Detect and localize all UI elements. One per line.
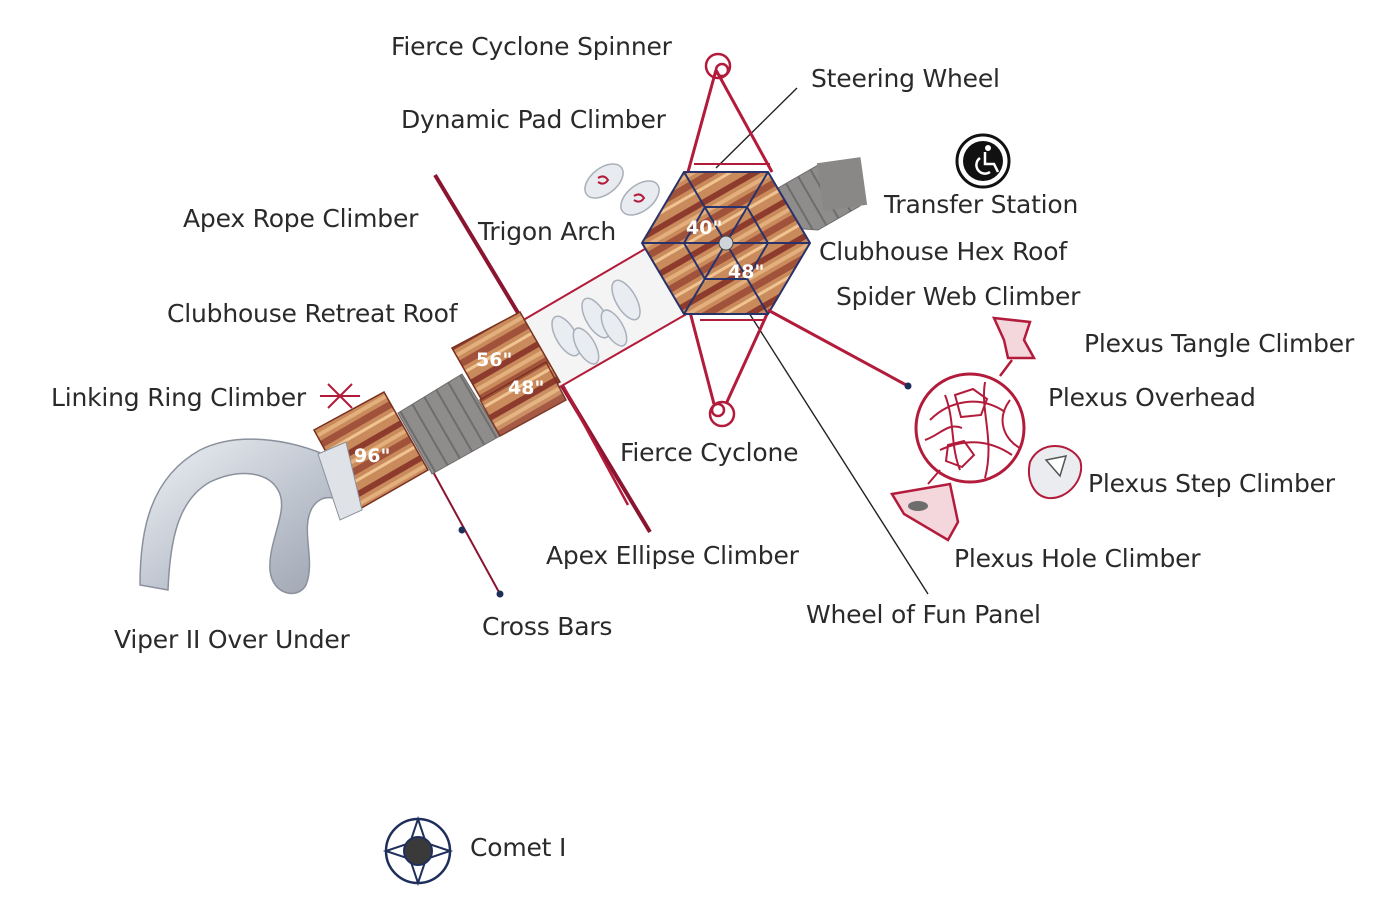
linking-ring-climber-icon <box>320 383 360 409</box>
fierce-cyclone-frame <box>686 69 774 405</box>
plexus-tangle-climber-icon <box>991 316 1037 377</box>
label-clubhouse-hex-roof: Clubhouse Hex Roof <box>819 237 1067 266</box>
star-spinner-icon <box>382 815 454 887</box>
wheelchair-accessible-icon <box>955 133 1011 189</box>
viper-slide <box>139 438 363 595</box>
label-plexus-overhead: Plexus Overhead <box>1048 383 1256 412</box>
label-cross-bars: Cross Bars <box>482 612 613 641</box>
plexus-hole-climber-icon <box>889 469 960 542</box>
label-steering-wheel: Steering Wheel <box>811 64 1000 93</box>
fierce-cyclone-spinner-icon <box>704 52 732 80</box>
apex-ellipse-climber-bar <box>558 379 630 506</box>
clubhouse-hex-roof: 40" 48" <box>640 171 812 315</box>
label-apex-ellipse-climber: Apex Ellipse Climber <box>546 541 799 570</box>
label-wheel-of-fun-panel: Wheel of Fun Panel <box>806 600 1041 629</box>
label-clubhouse-retreat-roof: Clubhouse Retreat Roof <box>167 299 458 328</box>
label-linking-ring-climber: Linking Ring Climber <box>51 383 307 412</box>
plexus-step-climber-icon <box>1028 445 1083 500</box>
label-trigon-arch: Trigon Arch <box>478 217 616 246</box>
plexus-overhead <box>914 372 1026 484</box>
label-plexus-tangle-climber: Plexus Tangle Climber <box>1084 329 1355 358</box>
clubhouse-retreat-roof: 56" 48" <box>450 310 568 438</box>
label-plexus-hole-climber: Plexus Hole Climber <box>954 544 1201 573</box>
label-comet-i: Comet I <box>470 833 567 862</box>
label-fierce-cyclone-spinner: Fierce Cyclone Spinner <box>391 32 672 61</box>
label-apex-rope-climber: Apex Rope Climber <box>183 204 419 233</box>
fierce-cyclone-icon <box>708 400 736 428</box>
dynamic-pad-climber-icon <box>584 163 660 216</box>
trigon-arch <box>551 279 641 365</box>
retreat-deck-height-bottom: 48" <box>508 377 544 399</box>
slide-deck-height: 96" <box>354 445 390 467</box>
hex-deck-height-top: 40" <box>686 217 722 239</box>
label-plexus-step-climber: Plexus Step Climber <box>1088 469 1335 498</box>
label-transfer-station: Transfer Station <box>884 190 1079 219</box>
label-dynamic-pad-climber: Dynamic Pad Climber <box>401 105 666 134</box>
label-spider-web-climber: Spider Web Climber <box>836 282 1081 311</box>
retreat-deck-height-top: 56" <box>476 349 512 371</box>
hex-deck-height-bottom: 48" <box>728 261 764 283</box>
spider-web-climber <box>767 308 912 390</box>
leader-lines <box>715 87 929 595</box>
label-viper-ii-over-under: Viper II Over Under <box>114 625 350 654</box>
label-fierce-cyclone: Fierce Cyclone <box>620 438 799 467</box>
